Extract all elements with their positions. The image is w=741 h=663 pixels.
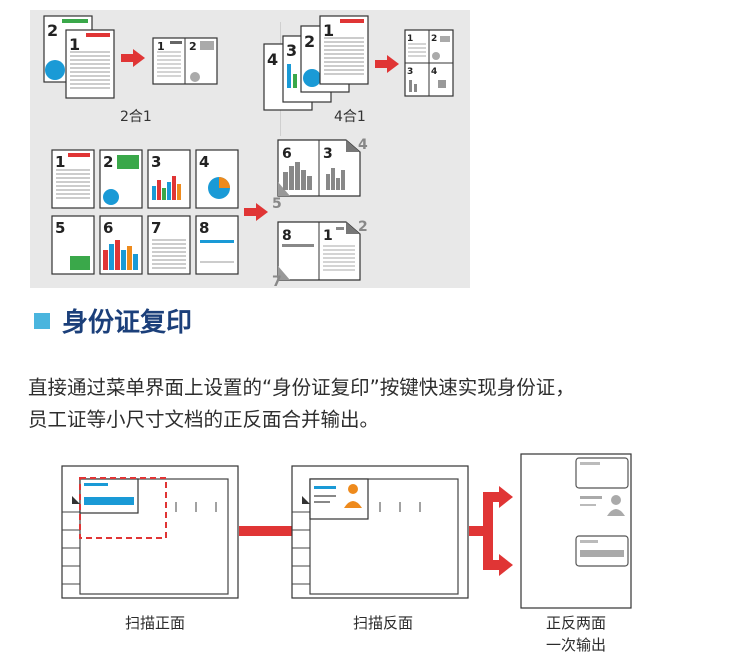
arrow-right-icon (375, 55, 399, 73)
page-number-text: 2 (431, 34, 437, 44)
page-number-text: 3 (286, 41, 297, 60)
page-number-text: 7 (151, 219, 161, 237)
n-up-diagram-svg: 2 1 1 2 4 (43, 15, 454, 290)
result-sheet-2in1 (152, 37, 218, 85)
booklet-page-1 (51, 149, 95, 209)
source-page-1 (65, 29, 115, 99)
page-number-text: 3 (151, 153, 161, 171)
page-number-text: 8 (199, 219, 209, 237)
page-number-text: 1 (323, 21, 334, 40)
description-line-2: 员工证等小尺寸文档的正反面合并输出。 (28, 408, 380, 431)
label-4in1: 4合1 (334, 109, 366, 125)
page-number-text: 1 (323, 228, 333, 244)
page-number-text: 2 (358, 219, 368, 235)
caption-output-line-1: 正反两面 (545, 614, 606, 632)
page-number-text: 1 (157, 40, 165, 53)
page-number-text: 4 (358, 137, 368, 153)
page-number-text: 6 (103, 219, 113, 237)
page-number-text: 1 (407, 34, 413, 44)
result-sheet-4in1 (404, 29, 454, 97)
page-number-text: 5 (272, 196, 282, 212)
caption-output-line-2: 一次输出 (545, 636, 606, 654)
source-page-1-4in1 (319, 15, 369, 85)
label-2in1: 2合1 (120, 109, 152, 125)
page-number-text: 6 (282, 146, 292, 162)
section-bullet-square (34, 313, 50, 329)
id-card-back (309, 478, 369, 520)
booklet-output-spread-top (277, 139, 361, 197)
page-number-text: 2 (103, 153, 113, 171)
booklet-page-2 (99, 149, 143, 209)
page-number-text: 4 (199, 153, 209, 171)
arrow-right-icon (244, 203, 268, 221)
arrow-right-icon (121, 49, 145, 67)
booklet-page-7 (147, 215, 191, 275)
booklet-page-3 (147, 149, 191, 209)
booklet-page-5 (51, 215, 95, 275)
page-number-text: 7 (272, 274, 282, 290)
output-sheet (520, 453, 632, 609)
booklet-page-6 (99, 215, 143, 275)
page-number-text: 8 (282, 228, 292, 244)
section-title: 身份证复印 (62, 308, 193, 338)
page-number-text: 4 (431, 67, 437, 77)
page-number-text: 2 (304, 32, 315, 51)
flow-connector (239, 526, 295, 536)
page-number-text: 3 (323, 146, 333, 162)
page-number-text: 3 (407, 67, 413, 77)
page-number-text: 1 (69, 35, 80, 54)
description-line-1: 直接通过菜单界面上设置的“身份证复印”按键快速实现身份证， (28, 376, 575, 399)
page-number-text: 5 (55, 219, 65, 237)
flow-fork-arrow (469, 486, 513, 576)
page-number-text: 2 (47, 21, 58, 40)
booklet-page-4 (195, 149, 239, 209)
id-card-front (79, 478, 139, 514)
booklet-output-spread-bottom (277, 221, 361, 281)
id-copy-diagram-svg (61, 453, 632, 609)
page-number-text: 1 (55, 153, 65, 171)
page-number-text: 2 (189, 40, 197, 53)
booklet-page-8 (195, 215, 239, 275)
caption-scan-front: 扫描正面 (124, 614, 185, 632)
scan-area-highlight (79, 477, 167, 539)
page-number-text: 4 (267, 50, 278, 69)
caption-scan-back: 扫描反面 (352, 614, 413, 632)
